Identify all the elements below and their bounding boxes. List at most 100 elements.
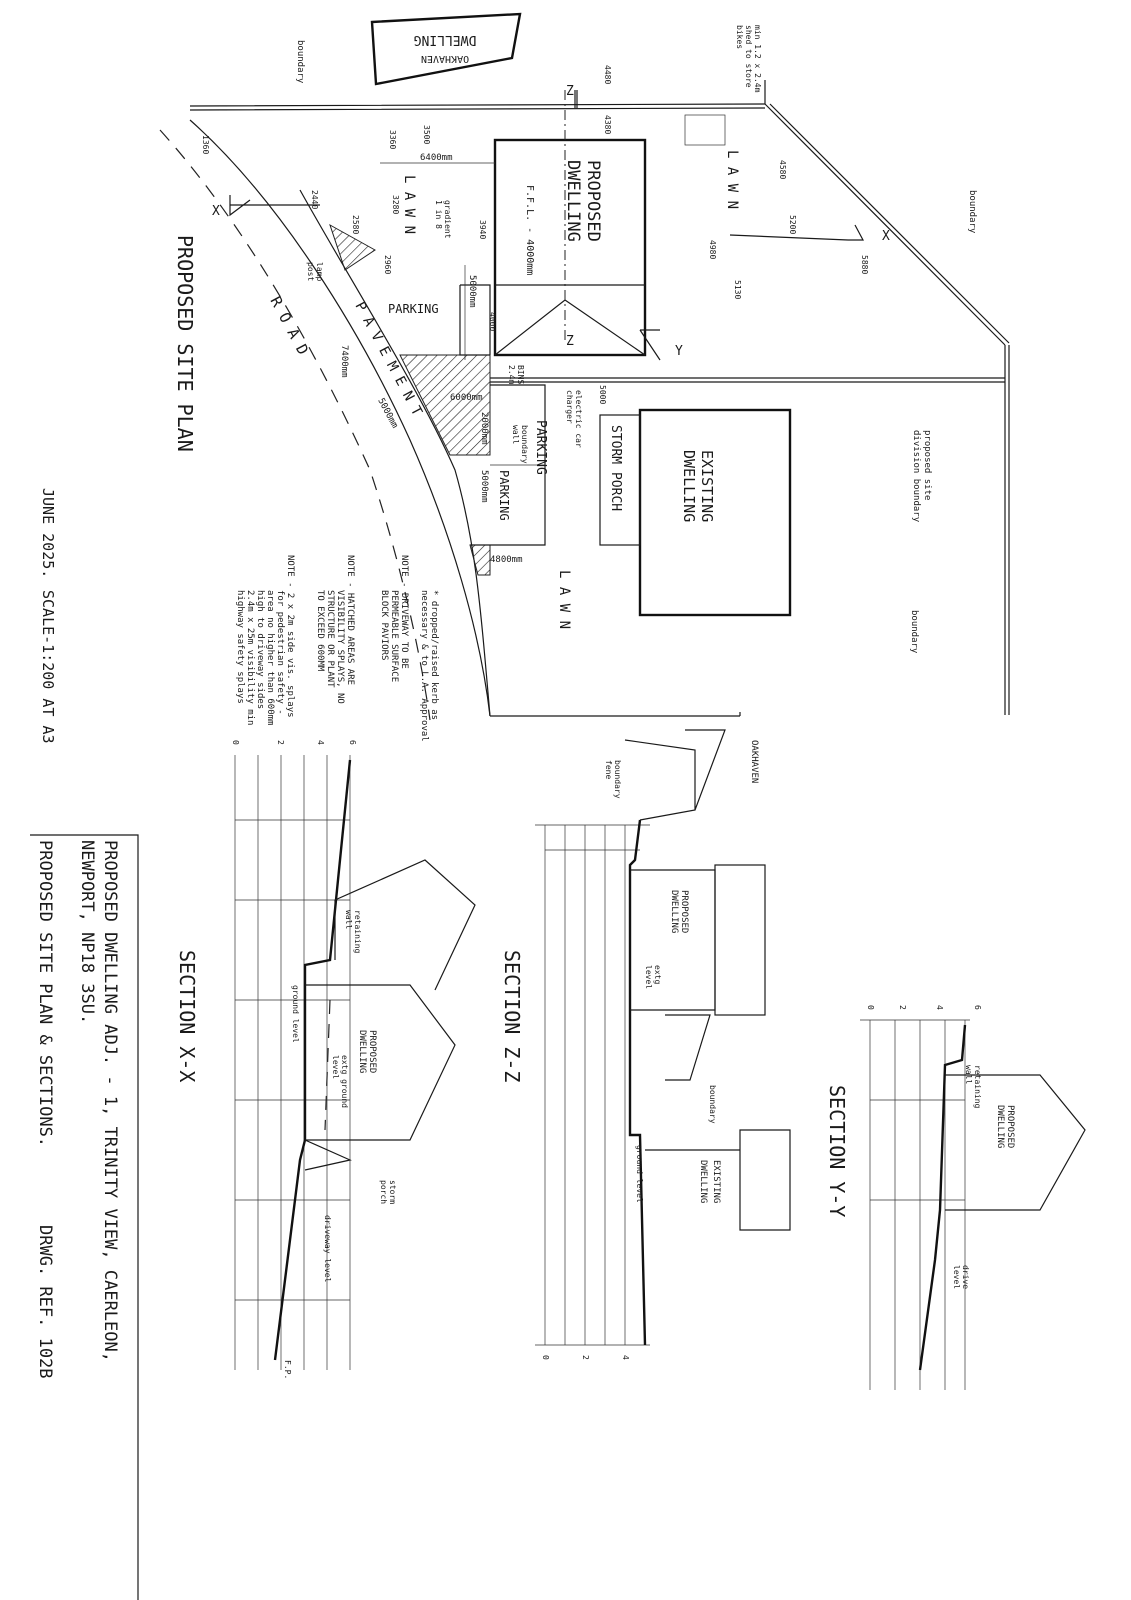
boundary-label-lower: boundary [909,610,919,654]
level-3940: 3940 [478,220,487,239]
division-boundary [490,377,1005,383]
lamp-post-label-2: post [306,262,315,281]
parking-bay-1 [459,284,491,356]
ffl-label: F.F.L. - 4000mm [524,185,535,275]
boundary-fence-label-1: boundary [613,760,622,799]
x-tick-2: 2 [276,740,285,745]
dim-7400: 7400mm [339,345,349,378]
section-x-ground-profile [273,759,352,1361]
section-x-porch [304,1139,352,1171]
section-y-y: SECTION Y-Y PROPOSED DWELLING retaining … [825,1005,1086,1390]
dim-5000-c: 5000mm [479,470,489,503]
gradient-label-1: gradient [443,200,452,239]
level-4000: 4000 [488,312,497,331]
title-block-border [30,834,139,1600]
project-title-line2: NEWPORT, NP18 3SU. [77,840,97,1024]
note3-5: 2.4m x 25m visibility min [245,590,255,725]
drawing-date: JUNE 2025. [39,488,57,578]
section-x-mark: X [212,204,220,219]
lawn-label-existing: L A W N [556,570,572,629]
section-z-dwelling-label-2: DWELLING [669,890,679,933]
section-z-mark-bottom: Z [566,334,574,349]
proposed-dwelling-label-1: PROPOSED [583,160,603,242]
dim-5000-b: 5000mm [375,397,399,430]
level-2960: 2960 [383,255,392,274]
road-centre-line [159,129,431,721]
x-tick-6: 6 [348,740,357,745]
x-tick-4: 4 [316,740,325,745]
oakhaven-label: DWELLING [414,32,477,47]
section-z-existing-label-1: EXISTING [711,1160,721,1203]
y-tick-2: 2 [898,1005,907,1010]
section-x-ground-label: ground level [291,985,300,1043]
site-plan-heading: PROPOSED SITE PLAN [173,235,197,452]
note1-3: BLOCK PAVIORS [379,590,389,660]
z-tick-4: 4 [621,1355,630,1360]
boundary-label-right: boundary [967,190,977,234]
section-x-neighbour [334,859,476,991]
level-3280: 3280 [391,195,400,214]
note2-4: TO EXCEED 600MM [315,590,325,672]
note3-2: for pedestrian safety - [275,590,285,715]
lawn-label-front: L A W N [401,175,417,234]
level-4480: 4480 [603,65,612,84]
section-z-lean-to [665,1014,711,1081]
note3-6: highway safety splays [235,590,245,704]
dim-5000-a: 5000mm [467,275,477,308]
section-z-existing [645,1129,791,1231]
proposed-dwelling-label-2: DWELLING [563,160,583,242]
section-z-heading: SECTION Z-Z [500,950,524,1082]
existing-dwelling-label-2: DWELLING [680,450,698,522]
section-y-mark: Y [675,344,683,359]
y-tick-0: 0 [866,1005,875,1010]
boundary-line-right [1004,345,1010,715]
bike-shed [684,114,726,146]
parking-label-1: PARKING [388,302,439,316]
section-z-dwelling-label-1: PROPOSED [679,890,689,933]
driveway-level-label: driveway level [323,1215,332,1283]
x-tick-0: 0 [231,740,240,745]
level-5880: 5880 [860,255,869,274]
fp-label: F.P. [283,1360,292,1379]
kerb-note-2: necessary & to L.A. Approval [419,590,429,742]
section-y-dwelling-label-2: DWELLING [995,1105,1005,1148]
note1-1: NOTE - DRIVEWAY TO BE [399,555,409,669]
section-x-x: SECTION X-X PROPOSED DWELLING retaining … [175,740,476,1379]
title-block: PROPOSED DWELLING ADJ. - 1, TRINITY VIEW… [30,488,139,1600]
y-tick-6: 6 [973,1005,982,1010]
project-title-line1: PROPOSED DWELLING ADJ. - 1, TRINITY VIEW… [100,840,120,1362]
kerb-note-1: * dropped/raised kerb as [429,590,439,720]
road-label: R O A D [266,293,312,357]
note3-1: NOTE - 2 x 2m side vis. splays [285,555,295,718]
level-3360: 3360 [388,130,397,149]
drive-level-label-2: level [952,1265,961,1289]
level-3500: 3500 [422,125,431,144]
section-z-z: SECTION Z-Z OAKHAVEN boundary fene PROPO… [500,729,791,1360]
section-z-ground-label: ground level [635,1145,644,1203]
section-z-extg-label-1: extg [653,965,662,984]
oakhaven-sublabel: OAKHAVEN [421,53,469,64]
section-z-extg-label-2: level [644,965,653,989]
storm-porch-label: STORM PORCH [608,425,623,511]
section-y-retaining-label-1: retaining [973,1065,982,1109]
storm-porch-section-label-1: storm [388,1180,397,1204]
note2-3: STRUCTURE OR PLANT [325,590,335,688]
boundary-posts [574,80,766,108]
section-z-existing-label-2: DWELLING [698,1160,708,1203]
storm-porch-outline [599,414,641,546]
drawing-title: PROPOSED SITE PLAN & SECTIONS. [35,840,55,1147]
gradient-label-2: 1 in 8 [434,200,443,229]
level-1360: 1360 [201,135,210,154]
extg-ground-label-2: level [331,1055,340,1079]
section-x-dwelling [305,984,456,1141]
level-5000: 5000 [598,385,607,404]
shed-label-1: min 1.2 x 2.4m [753,25,762,93]
level-5200: 5200 [788,215,797,234]
shed-label-3: bikes [735,25,744,49]
road-kerb [189,119,491,717]
existing-dwelling-label-1: EXISTING [698,450,716,522]
section-x-heading: SECTION X-X [175,950,199,1082]
section-z-boundary-label: boundary [708,1085,717,1124]
retaining-wall-label-1: retaining [353,910,362,954]
level-2440: 2440 [310,190,319,209]
